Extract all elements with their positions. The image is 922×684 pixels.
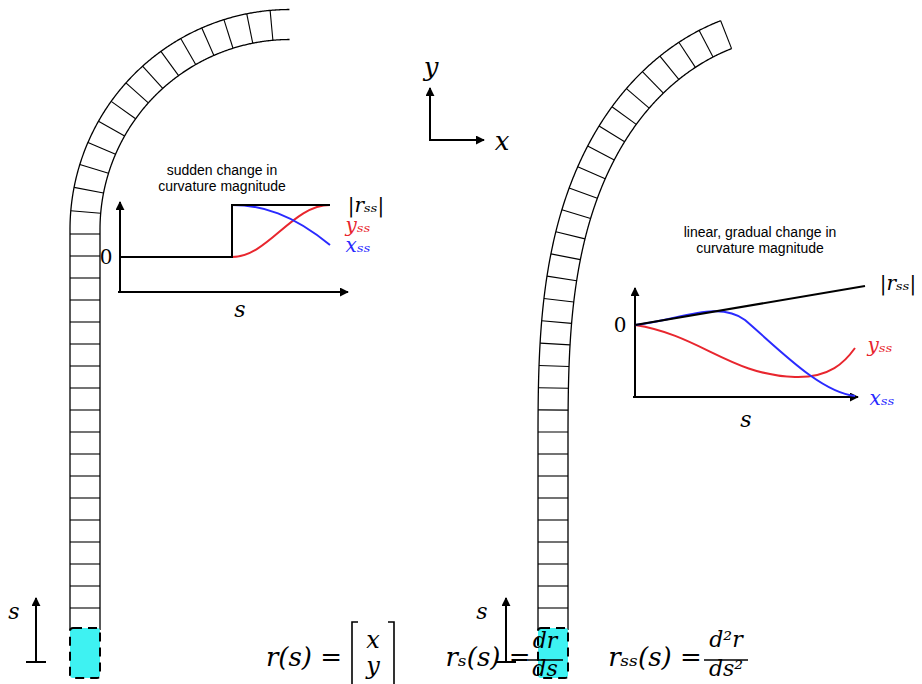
tie xyxy=(70,475,100,476)
tie xyxy=(70,233,100,234)
tie xyxy=(70,585,100,586)
curve-label: xₛₛ xyxy=(346,234,371,257)
tie xyxy=(538,563,568,564)
tie xyxy=(626,89,649,109)
tie xyxy=(70,563,100,564)
tie xyxy=(547,276,577,281)
tie xyxy=(126,83,148,103)
tie xyxy=(74,187,103,193)
tie xyxy=(538,387,568,389)
tie xyxy=(699,30,713,57)
tie xyxy=(578,167,605,179)
rail xyxy=(70,10,289,630)
tie xyxy=(98,121,124,136)
tie xyxy=(538,607,568,608)
fraction-denominator: ds² xyxy=(709,656,743,681)
tie xyxy=(721,21,732,49)
track-drawing xyxy=(70,10,732,630)
tie xyxy=(612,107,636,125)
tie xyxy=(642,72,663,93)
tie xyxy=(660,56,679,79)
equation-text: rₛₛ(s) = xyxy=(608,643,702,673)
tie xyxy=(569,188,597,198)
car xyxy=(70,628,100,678)
fraction-numerator: d²r xyxy=(709,627,742,652)
curve-label: |rₛₛ| xyxy=(880,272,917,295)
tie xyxy=(562,210,591,219)
axis-label: s xyxy=(234,297,245,322)
tie xyxy=(70,321,100,322)
equation-text: r(s) = xyxy=(266,643,342,673)
tie xyxy=(588,146,615,160)
track xyxy=(538,21,732,630)
tie xyxy=(679,42,696,67)
tie xyxy=(538,497,568,498)
tie xyxy=(538,519,568,520)
axis-label: y xyxy=(424,53,439,83)
tie xyxy=(70,365,100,366)
tie xyxy=(538,475,568,476)
fraction-numerator: dr xyxy=(533,628,558,653)
rail xyxy=(538,21,721,630)
tie xyxy=(70,387,100,388)
tie xyxy=(247,14,253,43)
ramp-chart xyxy=(633,286,865,397)
axis-value: 0 xyxy=(100,246,113,269)
tie xyxy=(538,409,568,410)
tie xyxy=(551,254,580,260)
tie xyxy=(181,39,196,65)
tie xyxy=(224,20,233,49)
tie xyxy=(70,519,100,520)
rail xyxy=(568,49,732,630)
tie xyxy=(70,277,100,278)
tie xyxy=(540,343,570,345)
tie xyxy=(599,126,625,142)
vector-entry: x xyxy=(366,627,380,655)
tie xyxy=(111,101,135,118)
chart-title: linear, gradual change in curvature magn… xyxy=(680,224,840,256)
equation-text: rₛ(s) = xyxy=(446,643,531,673)
fraction-denominator: ds xyxy=(532,656,557,681)
tie xyxy=(70,607,100,608)
vector-entry: y xyxy=(366,653,380,681)
curve-label: xₛₛ xyxy=(870,387,895,410)
tie xyxy=(70,409,100,410)
tie xyxy=(70,431,100,432)
axis-label: x xyxy=(495,127,510,157)
rail xyxy=(100,40,290,631)
tie xyxy=(542,321,572,324)
tie xyxy=(538,453,568,454)
tie xyxy=(270,10,273,40)
curve-label: yₛₛ xyxy=(868,334,893,357)
tie xyxy=(538,431,568,432)
tie xyxy=(202,28,214,55)
tie xyxy=(70,541,100,542)
tie xyxy=(70,343,100,344)
tie xyxy=(538,585,568,586)
step-chart xyxy=(118,202,348,292)
chart-title: sudden change in curvature magnitude xyxy=(146,162,298,194)
tie xyxy=(70,497,100,498)
tie xyxy=(80,165,109,174)
equation-marks xyxy=(352,622,748,684)
tie xyxy=(539,365,569,366)
tie xyxy=(544,298,574,301)
tie xyxy=(161,51,179,75)
tie xyxy=(538,541,568,542)
axes-icon xyxy=(429,88,484,140)
tie xyxy=(71,211,101,213)
axis-value: 0 xyxy=(614,314,627,337)
tie xyxy=(88,142,116,154)
track xyxy=(70,10,290,630)
distance-label: s xyxy=(8,599,19,624)
tie xyxy=(70,299,100,300)
tie xyxy=(143,66,163,88)
tie xyxy=(70,453,100,454)
tie xyxy=(70,255,100,256)
axis-label: s xyxy=(740,407,751,432)
distance-label: s xyxy=(476,599,487,624)
tie xyxy=(556,232,585,239)
